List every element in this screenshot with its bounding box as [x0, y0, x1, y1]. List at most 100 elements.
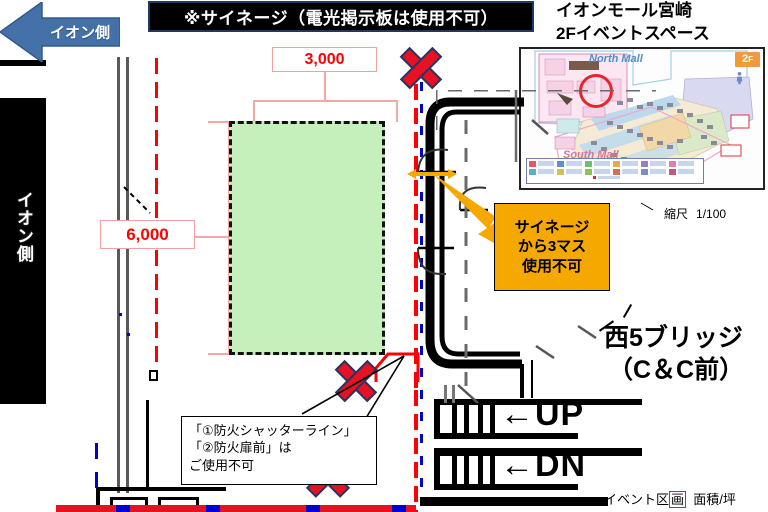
blue-marker-left-2 — [95, 472, 98, 488]
escalator-up-leader — [457, 384, 479, 404]
corridor-structure — [417, 97, 533, 398]
blue-marker-left-1 — [95, 443, 98, 459]
callout-line2: から3マス — [517, 238, 587, 256]
map-floor-badge-suffix: F — [748, 55, 753, 64]
map-floor-badge: 2F — [734, 52, 760, 67]
dimension-leader-dashed — [123, 186, 151, 214]
map-north-mall-label: North Mall — [589, 53, 643, 65]
wall-bottom-left-cap — [110, 497, 148, 500]
escalator-up-top-rail — [434, 399, 642, 405]
column-fixture — [149, 370, 158, 381]
callout-line1: サイネージ — [514, 219, 590, 237]
aeon-direction-arrow: イオン側 — [0, 0, 121, 64]
escalator-up-arrow: ← — [500, 395, 535, 433]
zone-boundary-dashed — [436, 90, 656, 420]
escalator-up-step-1 — [452, 401, 457, 435]
map-legend-graphic — [529, 161, 694, 179]
dim-bracket-left-top-tick — [208, 121, 230, 123]
aeon-side-black-bar: イオン側 — [0, 98, 46, 404]
escalator-dn-bottom-rail — [434, 484, 578, 490]
escalator-up-step-3 — [478, 401, 483, 435]
escalator-up-step-4 — [490, 401, 495, 435]
mall-title-line2: 2Fイベントスペース — [556, 23, 710, 43]
escalator-up-text: UP — [535, 395, 585, 433]
scale-value: 1/100 — [696, 207, 727, 221]
dim-bracket-left-stem — [194, 236, 230, 238]
escalator-dn-top-rail — [434, 448, 642, 456]
wall-left-vertical-short — [146, 400, 149, 488]
restroom-icon — [736, 71, 743, 85]
map-legend-bar — [526, 158, 704, 184]
escalator-up-bottom-rail — [434, 433, 578, 439]
aeon-side-vertical-label: イオン側 — [13, 190, 33, 263]
fire-safety-note: 「①防火シャッターライン」 「②防火扉前」は ご使用不可 — [181, 416, 377, 485]
aeon-direction-label: イオン側 — [50, 24, 111, 42]
escalator-up-pin-1 — [444, 385, 447, 403]
fire-shutter-line-left — [155, 58, 158, 370]
escalator-dn-step-2 — [464, 452, 469, 486]
bridge-label: 西5ブリッジ （C＆C前） — [604, 322, 768, 386]
escalator-dn-step-4 — [490, 452, 495, 486]
note-line1: 「①防火シャッターライン」 — [189, 423, 357, 438]
note-line3: ご使用不可 — [189, 457, 255, 473]
dim-bracket-top — [253, 100, 398, 102]
note-line2: 「②防火扉前」は — [189, 440, 292, 456]
escalator-dn-step-1 — [452, 452, 457, 486]
escalator-dn-text: DN — [535, 446, 587, 484]
bottom-wall-strip — [420, 497, 608, 506]
footnote-prefix: イベント区 — [604, 492, 670, 507]
escalator-up-label: ←UP — [500, 397, 584, 431]
bridge-label-line1: 西5ブリッジ — [604, 324, 743, 352]
fire-door-line-center — [420, 60, 423, 390]
dimension-label-6000: 6,000 — [100, 220, 195, 249]
wall-bottom-left-stub4 — [196, 497, 199, 512]
escalator-up-left-edge — [434, 399, 440, 439]
callout-leader-line — [432, 173, 496, 229]
footnote-suffix: 面積/坪 — [693, 492, 736, 507]
signage-banner: ※サイネージ（電光掲示板は使用不可） — [148, 1, 534, 32]
corridor-wall-left-a — [117, 57, 120, 493]
corridor-wall-left-b — [126, 57, 129, 493]
wall-bottom-left-edge — [96, 487, 100, 512]
event-space-area[interactable] — [229, 121, 385, 355]
signage-distance-arrow-icon — [407, 169, 457, 179]
bottom-boundary-strip — [56, 505, 416, 512]
escalator-dn-step-3 — [478, 452, 483, 486]
blue-marker-left-4 — [127, 333, 130, 336]
escalator-up-step-2 — [464, 401, 469, 435]
dimension-label-3000: 3,000 — [272, 47, 377, 72]
dimension-3000-value: 3,000 — [304, 50, 345, 68]
wall-bottom-left — [96, 487, 226, 491]
wall-bottom-left-stub2 — [145, 497, 148, 512]
fire-shutter-line-center — [414, 60, 418, 390]
dim-bracket-left-bot-tick — [208, 353, 230, 355]
escalator-up-pin-2 — [452, 385, 455, 403]
escalator-dn-left-edge — [434, 448, 440, 490]
wall-bottom-left-stub3 — [158, 497, 161, 512]
footnote-boxed: 画 — [669, 491, 687, 508]
signage-restriction-callout: サイネージ から3マス 使用不可 — [494, 203, 610, 291]
dimension-6000-value: 6,000 — [126, 224, 169, 244]
escalator-dn-label: ←DN — [500, 448, 586, 482]
signage-banner-text: ※サイネージ（電光掲示板は使用不可） — [183, 9, 499, 28]
scale-label: 縮尺 — [664, 207, 689, 221]
event-area-footnote: イベント区画 面積/坪 — [604, 489, 736, 508]
dim-bracket-top-right-tick — [396, 100, 398, 122]
dim-bracket-top-left-tick — [253, 100, 255, 122]
note-leader-lines — [301, 355, 405, 419]
wall-bottom-left-stub1 — [110, 497, 113, 512]
wall-bottom-left-cap2 — [158, 497, 199, 500]
left-wall-block-top — [0, 60, 46, 66]
mall-map-inset[interactable]: North Mall South Mall 2F — [519, 47, 765, 190]
callout-line3: 使用不可 — [521, 257, 582, 275]
map-floor-badge-number: 2 — [741, 53, 749, 65]
scale-indicator: 縮尺 1/100 — [664, 205, 726, 222]
escalator-dn-arrow: ← — [500, 446, 535, 484]
bridge-label-line2: （C＆C前） — [608, 356, 745, 384]
fire-door-line-center-lower — [420, 390, 423, 490]
fire-shutter-line-center-lower — [414, 390, 418, 512]
prohibited-mark-top — [398, 45, 444, 91]
mall-title: イオンモール宮崎 2Fイベントスペース — [556, 0, 768, 46]
mall-title-line1: イオンモール宮崎 — [556, 1, 692, 20]
